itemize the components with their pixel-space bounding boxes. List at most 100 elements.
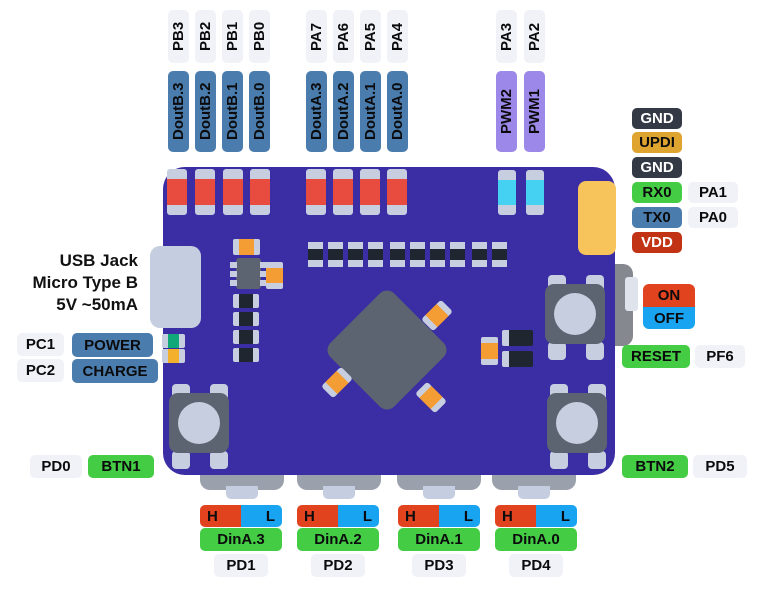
signal-label-dina0: DinA.0	[495, 528, 577, 551]
red-led	[223, 169, 243, 215]
signal-label-doutb2: DoutB.2	[195, 71, 216, 152]
usb-note-line1: USB Jack	[59, 251, 138, 270]
signal-label-pwm1: PWM1	[524, 71, 545, 152]
port-label-pc1: PC1	[17, 333, 64, 356]
solder-pad	[328, 242, 343, 267]
hl-indicator: H L	[398, 505, 480, 527]
diode	[233, 348, 259, 362]
port-label-pb1: PB1	[222, 10, 243, 63]
hl-indicator: H L	[495, 505, 577, 527]
solder-pad	[430, 242, 445, 267]
port-label-pa3: PA3	[496, 10, 517, 63]
capacitor	[481, 337, 498, 365]
solder-pad	[368, 242, 383, 267]
tactile-button-btn2	[546, 384, 608, 469]
signal-label-updi: UPDI	[632, 132, 682, 153]
signal-label-vdd: VDD	[632, 232, 682, 253]
port-label-pd0: PD0	[30, 455, 82, 478]
signal-label-gnd: GND	[632, 157, 682, 178]
solder-pad	[348, 242, 363, 267]
bottom-connector-tab	[423, 486, 455, 499]
port-label-pa6: PA6	[333, 10, 354, 63]
red-led	[250, 169, 270, 215]
high-label: H	[200, 505, 241, 527]
slide-switch-actuator	[625, 277, 638, 311]
port-label-pd1: PD1	[214, 554, 268, 577]
low-label: L	[536, 505, 577, 527]
red-led	[387, 169, 407, 215]
port-label-pb0: PB0	[249, 10, 270, 63]
signal-label-dina3: DinA.3	[200, 528, 282, 551]
diode	[502, 351, 533, 367]
port-label-pf6: PF6	[695, 345, 745, 368]
usb-note-line2: Micro Type B	[32, 273, 138, 292]
capacitor	[266, 262, 283, 289]
bottom-connector-tab	[518, 486, 550, 499]
signal-label-tx0: TX0	[632, 207, 682, 228]
signal-label-btn1: BTN1	[88, 455, 154, 478]
signal-label-doutb1: DoutB.1	[222, 71, 243, 152]
diode	[233, 294, 259, 308]
signal-label-btn2: BTN2	[622, 455, 688, 478]
diode	[233, 330, 259, 344]
usb-note: USB Jack Micro Type B 5V ~50mA	[20, 250, 138, 316]
low-label: L	[338, 505, 379, 527]
high-label: H	[495, 505, 536, 527]
solder-pad	[390, 242, 405, 267]
signal-label-dina2: DinA.2	[297, 528, 379, 551]
port-label-pb3: PB3	[168, 10, 189, 63]
usb-note-line3: 5V ~50mA	[56, 295, 138, 314]
port-label-pd4: PD4	[509, 554, 563, 577]
red-led	[306, 169, 326, 215]
port-label-pa5: PA5	[360, 10, 381, 63]
port-label-pd5: PD5	[693, 455, 747, 478]
tactile-button-reset	[544, 275, 606, 360]
high-label: H	[297, 505, 338, 527]
hl-indicator: H L	[200, 505, 282, 527]
port-label-pa7: PA7	[306, 10, 327, 63]
switch-label-on: ON	[643, 284, 695, 307]
signal-label-power: POWER	[72, 333, 153, 357]
low-label: L	[241, 505, 282, 527]
signal-label-pwm2: PWM2	[496, 71, 517, 152]
bottom-connector-tab	[226, 486, 258, 499]
signal-label-reset: RESET	[622, 345, 690, 368]
red-led	[195, 169, 215, 215]
regulator-ic	[236, 258, 261, 289]
port-label-pd2: PD2	[311, 554, 365, 577]
usb-jack	[150, 246, 201, 328]
signal-label-gnd: GND	[632, 108, 682, 129]
hl-indicator: H L	[297, 505, 379, 527]
signal-label-douta3: DoutA.3	[306, 71, 327, 152]
cyan-led	[498, 170, 516, 215]
solder-pad	[410, 242, 425, 267]
port-label-pd3: PD3	[412, 554, 466, 577]
diode	[233, 312, 259, 326]
bottom-connector-tab	[323, 486, 355, 499]
low-label: L	[439, 505, 480, 527]
signal-label-douta2: DoutA.2	[333, 71, 354, 152]
signal-label-doutb3: DoutB.3	[168, 71, 189, 152]
solder-pad	[472, 242, 487, 267]
port-label-pc2: PC2	[17, 359, 64, 382]
power-led	[162, 334, 185, 348]
signal-label-dina1: DinA.1	[398, 528, 480, 551]
solder-pad	[308, 242, 323, 267]
high-label: H	[398, 505, 439, 527]
solder-pad	[492, 242, 507, 267]
signal-label-charge: CHARGE	[72, 359, 158, 383]
charge-led	[162, 349, 185, 363]
red-led	[360, 169, 380, 215]
tactile-button-btn1	[168, 384, 230, 469]
port-label-pa4: PA4	[387, 10, 408, 63]
signal-label-doutb0: DoutB.0	[249, 71, 270, 152]
signal-label-douta0: DoutA.0	[387, 71, 408, 152]
red-led	[167, 169, 187, 215]
diode	[502, 330, 533, 346]
port-label-pa0: PA0	[688, 207, 738, 228]
signal-label-douta1: DoutA.1	[360, 71, 381, 152]
resistor	[233, 239, 260, 255]
port-label-pa2: PA2	[524, 10, 545, 63]
signal-label-rx0: RX0	[632, 182, 682, 203]
